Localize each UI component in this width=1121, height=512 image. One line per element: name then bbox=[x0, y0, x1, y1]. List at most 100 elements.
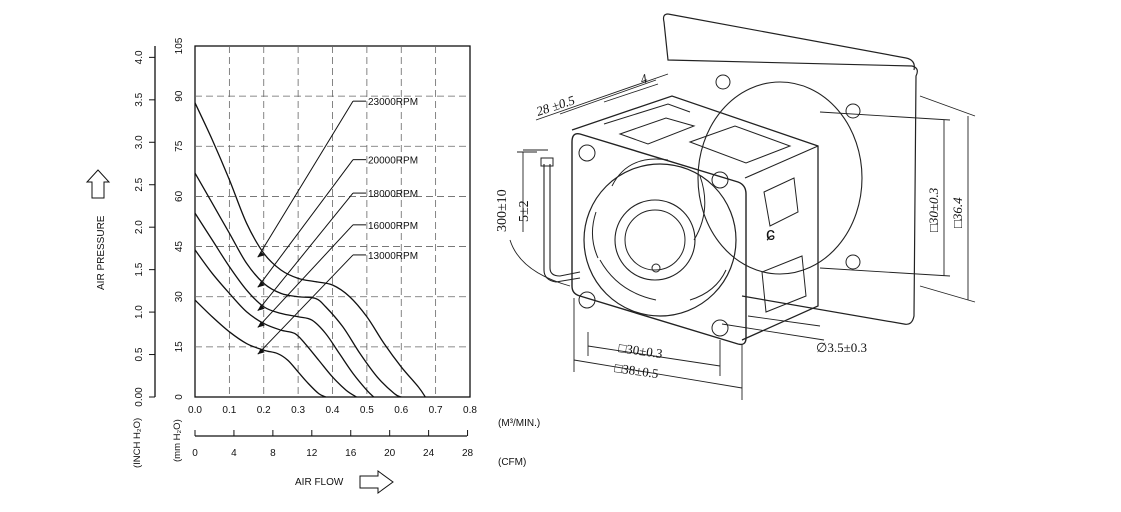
cfm-tick-label: 12 bbox=[306, 448, 318, 459]
performance-chart: 01530456075901050.000.51.01.52.02.53.03.… bbox=[85, 37, 540, 494]
y-unit-left: (INCH H₂O) bbox=[132, 418, 143, 468]
x-tick-label: 0.7 bbox=[429, 405, 443, 416]
corner-hole-icon bbox=[711, 319, 729, 337]
top-slot bbox=[603, 103, 691, 125]
dimension-lines bbox=[517, 73, 976, 400]
up-arrow-icon bbox=[85, 169, 111, 199]
x-tick-label: 0.1 bbox=[222, 405, 236, 416]
front-face bbox=[571, 132, 747, 346]
screw-hole-icon bbox=[715, 74, 731, 90]
leader-line bbox=[257, 100, 354, 258]
curve-13000rpm bbox=[194, 299, 326, 398]
mm-tick-label: 60 bbox=[174, 190, 185, 202]
inch-tick-label: 1.5 bbox=[134, 262, 145, 276]
leader-arrow-icon bbox=[257, 251, 265, 258]
dim-36-label: □36.4 bbox=[950, 197, 965, 228]
back-plate bbox=[662, 13, 918, 325]
cfm-tick-label: 4 bbox=[231, 448, 237, 459]
curve-20000rpm bbox=[194, 172, 402, 398]
cfm-tick-label: 24 bbox=[423, 448, 435, 459]
inch-tick-label: 1.0 bbox=[134, 305, 145, 319]
ext-line bbox=[919, 285, 976, 303]
grid-lines bbox=[195, 46, 470, 397]
mm-tick-label: 90 bbox=[174, 90, 185, 102]
wire-leader bbox=[509, 239, 571, 287]
dim-30-bottom-label: □30±0.3 bbox=[618, 340, 664, 361]
series-label-18000rpm: 18000RPM bbox=[368, 189, 418, 200]
dim-hole-label: ∅3.5±0.3 bbox=[816, 340, 867, 355]
x-tick-label: 0.6 bbox=[394, 405, 408, 416]
inch-tick-label: 2.0 bbox=[134, 220, 145, 234]
legend-leaders: 23000RPM 20000RPM 18000RPM 16000RPM 13000RPM bbox=[257, 97, 418, 355]
series-label-23000rpm: 23000RPM bbox=[368, 97, 418, 108]
dim-38-label: □38±0.5 bbox=[614, 360, 660, 381]
dim-line-30-bottom bbox=[587, 345, 721, 367]
ext-line bbox=[819, 111, 951, 121]
screw-hole-icon bbox=[845, 103, 861, 119]
ext-line bbox=[819, 267, 951, 277]
mm-tick-label: 105 bbox=[174, 37, 185, 54]
wire-tips bbox=[540, 157, 554, 167]
mm-tick-label: 0 bbox=[174, 394, 185, 400]
dim-line-4 bbox=[603, 83, 659, 103]
leader-arrow-icon bbox=[257, 281, 265, 288]
series-label-16000rpm: 16000RPM bbox=[368, 221, 418, 232]
dim-line-28 bbox=[535, 73, 669, 121]
screw-hole-icon bbox=[845, 254, 861, 270]
leader-line bbox=[257, 254, 354, 355]
dim-300-label: 300±10 bbox=[495, 189, 510, 232]
mm-tick-label: 15 bbox=[174, 341, 185, 353]
fan-drawing: ɕ bbox=[495, 13, 976, 400]
x-tick-label: 0.4 bbox=[326, 405, 340, 416]
motor-housing bbox=[697, 81, 863, 275]
cfm-tick-label: 0 bbox=[192, 448, 198, 459]
inch-tick-label: 3.0 bbox=[134, 135, 145, 149]
hub-dot-icon bbox=[651, 263, 661, 273]
x-tick-label: 0.3 bbox=[291, 405, 305, 416]
y-unit-right: (mm H₂O) bbox=[172, 419, 183, 462]
curve-23000rpm bbox=[194, 102, 426, 398]
x-axis-title: AIR FLOW bbox=[295, 477, 344, 488]
corner-hole-icon bbox=[578, 144, 596, 162]
top-vent bbox=[618, 117, 696, 145]
leader-arrow-icon bbox=[257, 304, 265, 311]
side-vent bbox=[761, 255, 807, 313]
mm-tick-label: 75 bbox=[174, 140, 185, 152]
fan-top-edge bbox=[744, 145, 819, 179]
y-axis-title: AIR PRESSURE bbox=[96, 215, 107, 290]
dim-28-label: 28 ±0.5 bbox=[534, 92, 577, 119]
series-label-13000rpm: 13000RPM bbox=[368, 251, 418, 262]
inch-tick-label: 4.0 bbox=[134, 50, 145, 64]
hub-outer bbox=[614, 199, 696, 281]
leader-arrow-icon bbox=[257, 321, 265, 328]
inch-tick-label: 0.5 bbox=[134, 347, 145, 361]
inch-tick-label: 3.5 bbox=[134, 92, 145, 106]
dim-4-label: 4 bbox=[638, 70, 649, 86]
inch-tick-label: 0.00 bbox=[134, 387, 145, 407]
cfm-axis bbox=[194, 430, 469, 437]
fan-blades bbox=[592, 158, 727, 301]
cfm-tick-label: 28 bbox=[462, 448, 474, 459]
right-arrow-icon bbox=[359, 470, 394, 494]
dim-line-38 bbox=[573, 359, 743, 389]
dim-line-hole bbox=[721, 323, 825, 341]
side-vent bbox=[763, 177, 799, 227]
curve-16000rpm bbox=[194, 249, 357, 398]
ext-line bbox=[747, 315, 821, 327]
series-label-20000rpm: 20000RPM bbox=[368, 156, 418, 167]
hub-inner bbox=[624, 209, 686, 271]
mm-tick-label: 30 bbox=[174, 291, 185, 303]
leader-line bbox=[257, 224, 354, 328]
brand-logo-icon: ɕ bbox=[766, 224, 775, 244]
corner-hole-icon bbox=[578, 291, 596, 309]
x-tick-label: 0.0 bbox=[188, 405, 202, 416]
dim-30-side-label: □30±0.3 bbox=[926, 187, 941, 232]
curves bbox=[194, 102, 426, 398]
dim-line-28b bbox=[559, 79, 657, 115]
leader-arrow-icon bbox=[257, 348, 265, 355]
x-unit-top: (M³/MIN.) bbox=[498, 418, 540, 429]
fan-body-outline bbox=[571, 95, 819, 341]
x-unit-bottom: (CFM) bbox=[498, 457, 526, 468]
inch-axis bbox=[149, 46, 156, 398]
lead-wires bbox=[543, 164, 581, 283]
